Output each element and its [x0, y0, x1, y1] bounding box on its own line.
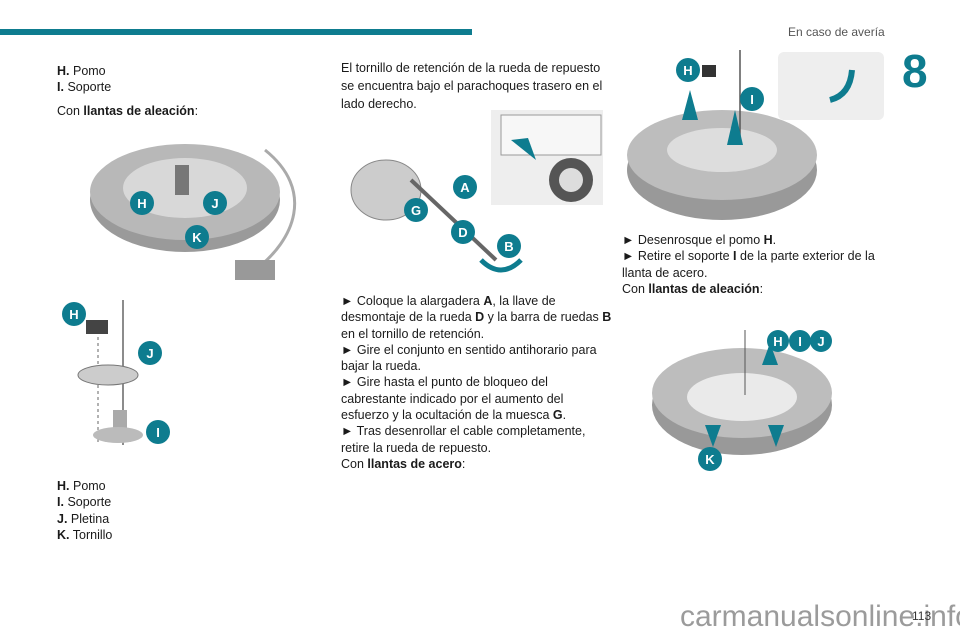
steel-heading: Con llantas de acero: — [341, 456, 466, 471]
svg-text:A: A — [460, 180, 470, 195]
procedure-steps: ► Coloque la alargadera A, la llave de d… — [341, 294, 612, 471]
callout-label: H — [767, 330, 789, 352]
alloy-wheel-removal-illustration: H I J K — [652, 330, 832, 471]
legend-item: J. Pletina — [57, 511, 110, 526]
legend-item: I. Soporte — [57, 495, 112, 510]
callout-label: H — [62, 302, 86, 326]
callout-label: A — [453, 175, 477, 199]
callout-label: H — [130, 191, 154, 215]
alloy-support-exploded-illustration: H J I — [62, 300, 170, 445]
svg-text:H: H — [773, 334, 782, 349]
callout-label: H — [676, 58, 700, 82]
steel-spare-wheel-illustration: H I — [627, 50, 884, 220]
svg-text:H: H — [137, 196, 146, 211]
svg-text:I: I — [798, 334, 802, 349]
callout-label: I — [789, 330, 811, 352]
retention-bolt-illustration: A G D B — [350, 110, 603, 273]
svg-text:G: G — [411, 203, 421, 218]
svg-text:D: D — [458, 225, 467, 240]
svg-text:J: J — [146, 346, 153, 361]
legend-item: H. Pomo — [57, 479, 106, 493]
svg-text:I: I — [156, 425, 160, 440]
steel-wheel-steps: ► Desenrosque el pomo H. ► Retire el sop… — [622, 233, 875, 296]
legend-list-1: H. Pomo I. Soporte Con llantas de aleaci… — [57, 63, 198, 119]
svg-text:K: K — [192, 230, 202, 245]
svg-text:J: J — [817, 334, 824, 349]
callout-label: B — [497, 234, 521, 258]
callout-label: J — [810, 330, 832, 352]
svg-text:H: H — [683, 63, 692, 78]
chapter-number: 8 — [902, 45, 928, 97]
legend-list-2: H. Pomo I. Soporte J. Pletina K. Tornill… — [57, 478, 112, 543]
callout-label: K — [185, 225, 209, 249]
callout-label: K — [698, 447, 722, 471]
legend-item: K. Tornillo — [57, 527, 113, 542]
alloy-heading: Con llantas de aleación: — [622, 281, 764, 296]
callout-label: J — [138, 341, 162, 365]
header-accent-bar — [0, 29, 472, 35]
page-number: 113 — [912, 609, 932, 623]
legend-item: H. Pomo — [57, 64, 106, 78]
alloy-heading: Con llantas de aleación: — [57, 103, 199, 118]
callout-label: J — [203, 191, 227, 215]
callout-label: I — [146, 420, 170, 444]
legend-item: I. Soporte — [57, 80, 112, 95]
svg-text:H: H — [69, 307, 78, 322]
svg-text:B: B — [504, 239, 513, 254]
callout-label: D — [451, 220, 475, 244]
section-title: En caso de avería — [788, 25, 885, 39]
callout-label: G — [404, 198, 428, 222]
intro-paragraph: El tornillo de retención de la rueda de … — [341, 61, 603, 111]
alloy-spare-wheel-illustration: H J K — [90, 144, 296, 280]
callout-label: I — [740, 87, 764, 111]
watermark: carmanualsonline.info — [680, 600, 960, 633]
svg-text:I: I — [750, 92, 754, 107]
svg-text:K: K — [705, 452, 715, 467]
svg-text:J: J — [211, 196, 218, 211]
